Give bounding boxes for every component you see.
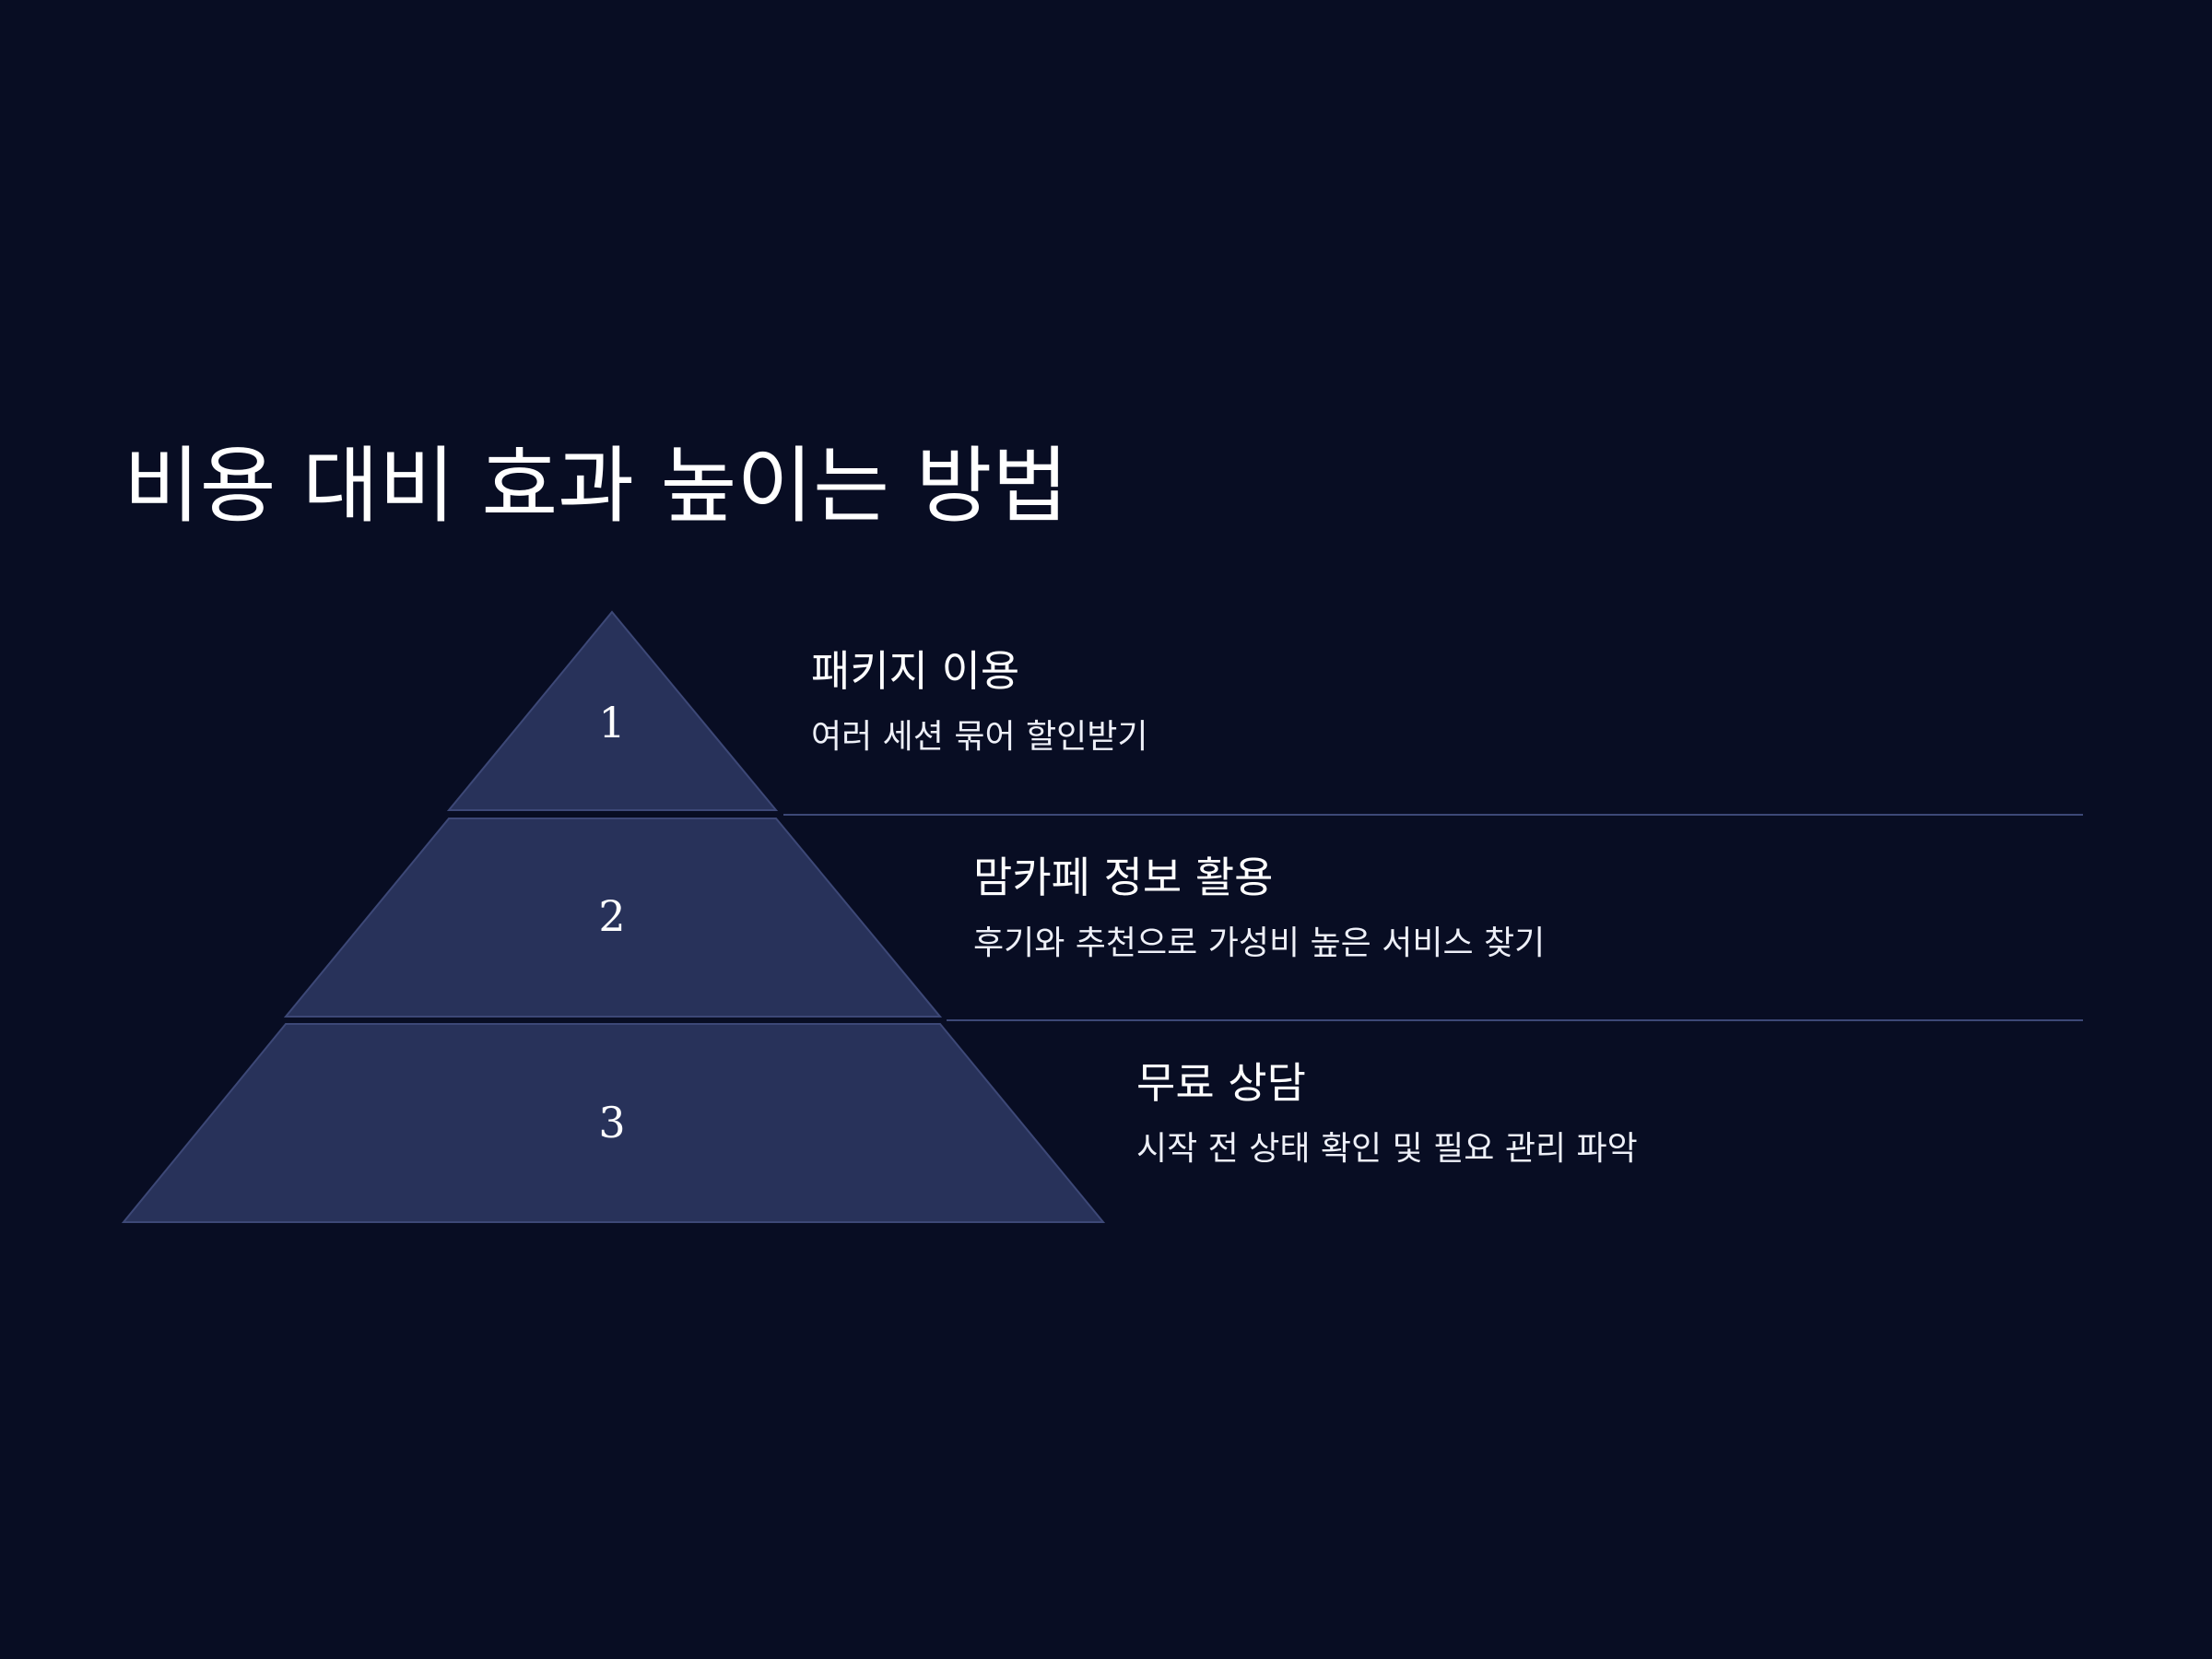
pyramid-tier-3 <box>121 1023 1106 1223</box>
tier-heading-3: 무료 상담 <box>1136 1058 1306 1108</box>
tier-description-1: 여러 세션 묶어 할인받기 <box>811 718 1148 756</box>
tier-text-1: 패키지 이용 여러 세션 묶어 할인받기 <box>811 643 1148 759</box>
tier-number-2: 2 <box>598 891 625 941</box>
slide-title: 비용 대비 효과 높이는 방법 <box>124 438 1069 535</box>
tier-number-1: 1 <box>598 698 625 747</box>
pyramid-tier-2 <box>283 818 943 1018</box>
tier-text-2: 맘카페 정보 활용 후기와 추천으로 가성비 높은 서비스 찾기 <box>973 850 1545 966</box>
tier-heading-1: 패키지 이용 <box>811 646 1020 696</box>
tier-text-3: 무료 상담 시작 전 상태 확인 및 필요 관리 파악 <box>1136 1055 1638 1171</box>
tier-description-2: 후기와 추천으로 가성비 높은 서비스 찾기 <box>973 924 1546 962</box>
tier-heading-2: 맘카페 정보 활용 <box>973 853 1274 902</box>
tier-description-3: 시작 전 상태 확인 및 필요 관리 파악 <box>1136 1130 1638 1168</box>
tier-number-3: 3 <box>598 1098 625 1147</box>
pyramid-tier-1 <box>446 610 779 811</box>
